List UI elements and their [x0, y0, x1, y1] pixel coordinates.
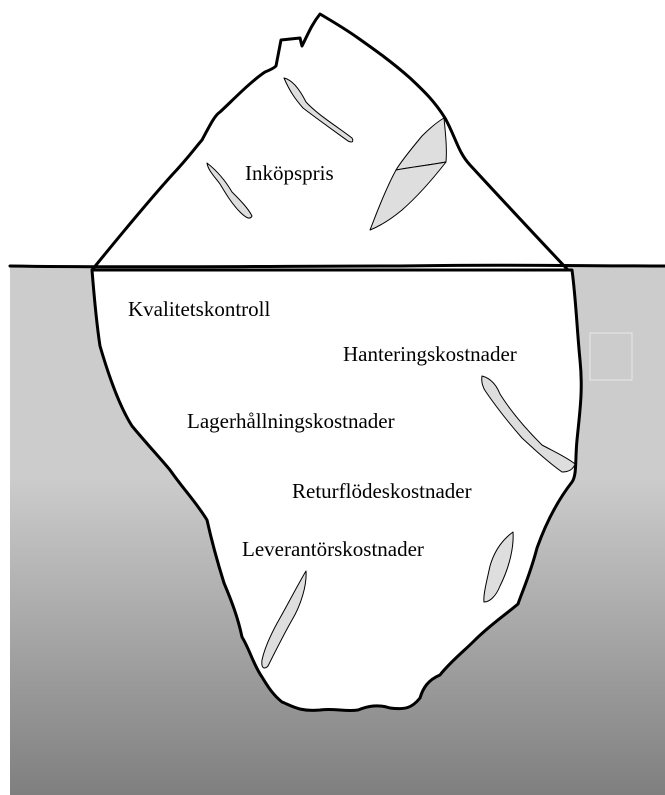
- label-kvalitetskontroll: Kvalitetskontroll: [128, 297, 270, 321]
- label-inkopspris: Inköpspris: [245, 161, 334, 185]
- iceberg-above-water: [92, 14, 568, 270]
- label-hanteringskostnader: Hanteringskostnader: [343, 342, 517, 366]
- label-returflodeskostnader: Returflödeskostnader: [292, 479, 472, 503]
- label-leverantorskostnader: Leverantörskostnader: [242, 537, 424, 561]
- label-lagerhallningskostnader: Lagerhållningskostnader: [187, 409, 395, 433]
- waterline: [10, 265, 665, 267]
